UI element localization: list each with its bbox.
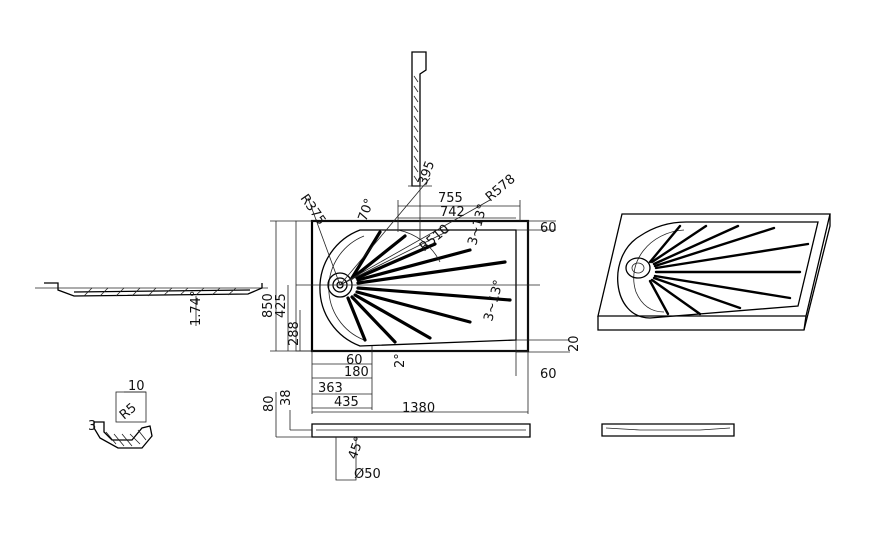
angle-3-13-top: 3~13° (465, 202, 490, 247)
isometric-3d-view (597, 213, 831, 331)
dim-3: 3 (88, 419, 96, 434)
plan-ribs (346, 230, 512, 344)
bottom-elevation-view: 80 38 45° Ø50 (262, 389, 531, 482)
dim-755: 755 (438, 191, 463, 206)
dim-1380: 1380 (402, 401, 435, 416)
dim-60-bottom: 60 (540, 367, 557, 382)
dim-38: 38 (279, 389, 294, 406)
dim-850: 850 (261, 293, 276, 318)
angle-70: 70° (356, 197, 378, 224)
dim-288: 288 (287, 321, 302, 346)
dim-363: 363 (318, 381, 343, 396)
slope-dim-1-74: 1.74° (189, 291, 204, 326)
dim-60-inner: 60 (346, 353, 363, 368)
horizontal-section-view: 1.74° (35, 282, 268, 326)
dim-80: 80 (262, 395, 277, 412)
plan-view: 755 742 60 R375 70° 395 R578 R510 3~13° … (261, 159, 582, 416)
radius-r375: R375 (297, 192, 329, 228)
angle-45: 45° (346, 435, 368, 462)
radius-r578: R578 (483, 172, 519, 205)
3d-ribs (648, 224, 810, 316)
angle-2: 2° (393, 353, 408, 368)
radius-r5: R5 (117, 400, 140, 423)
dim-60-top: 60 (540, 221, 557, 236)
right-elevation-view (601, 423, 735, 437)
dim-395: 395 (416, 159, 439, 187)
dim-435: 435 (334, 395, 359, 410)
dim-180: 180 (344, 365, 369, 380)
dim-742: 742 (440, 205, 465, 220)
radius-r510: R510 (417, 222, 453, 255)
dim-425: 425 (274, 293, 289, 318)
dim-20: 20 (567, 335, 582, 352)
diameter-50: Ø50 (354, 467, 381, 482)
drain-3d (625, 257, 651, 279)
edge-profile-detail: 10 R5 3 (88, 379, 153, 449)
dim-10: 10 (128, 379, 145, 394)
